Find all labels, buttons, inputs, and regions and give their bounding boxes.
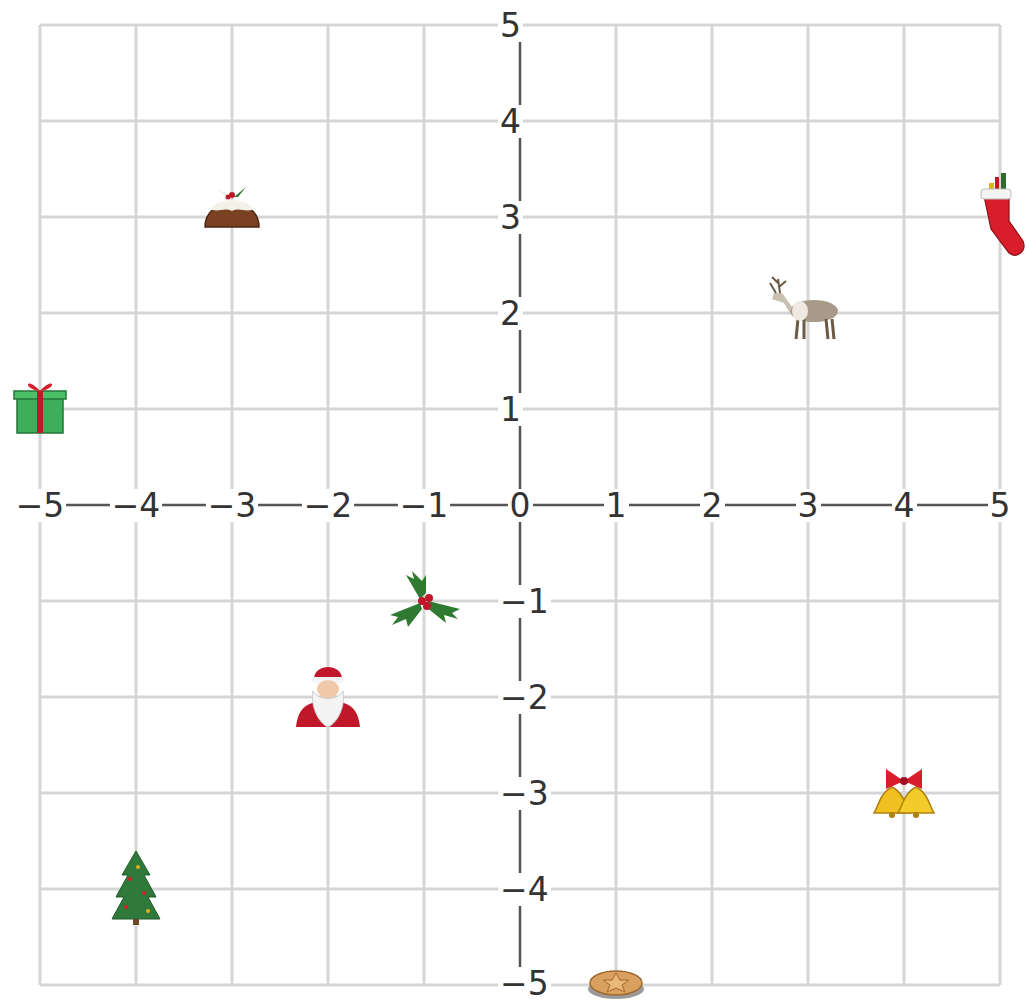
- reindeer-icon: [770, 277, 838, 339]
- stocking-icon: [981, 173, 1024, 255]
- axis-number: 4: [892, 489, 917, 522]
- axis-number: 2: [700, 489, 725, 522]
- grid-lines: [40, 25, 1000, 985]
- axis-number: −5: [14, 489, 67, 522]
- axis-number: −1: [498, 585, 551, 618]
- axis-number: 3: [498, 201, 523, 234]
- present-icon: [14, 383, 66, 433]
- axis-number: 2: [498, 297, 523, 330]
- axis-number: 5: [498, 9, 523, 42]
- santa-icon: [296, 667, 360, 727]
- tree-icon: [112, 851, 160, 925]
- mince-pie-icon: [588, 971, 644, 999]
- axis-number: −3: [498, 777, 551, 810]
- axis-number: 3: [796, 489, 821, 522]
- axis-number: −4: [110, 489, 163, 522]
- axis-number: −4: [498, 873, 551, 906]
- axis-number: −1: [398, 489, 451, 522]
- axis-number: −2: [302, 489, 355, 522]
- axis-number: 1: [604, 489, 629, 522]
- axis-number: −2: [498, 681, 551, 714]
- pudding-icon: [205, 187, 259, 227]
- bells-icon: [874, 769, 934, 818]
- axis-number: −5: [498, 967, 551, 1000]
- axis-number: 0: [508, 489, 533, 522]
- axis-number: 5: [988, 489, 1013, 522]
- axis-number: −3: [206, 489, 259, 522]
- axis-number: 1: [498, 393, 523, 426]
- holly-icon: [390, 571, 460, 627]
- axes: [40, 25, 1000, 985]
- axis-number: 4: [498, 105, 523, 138]
